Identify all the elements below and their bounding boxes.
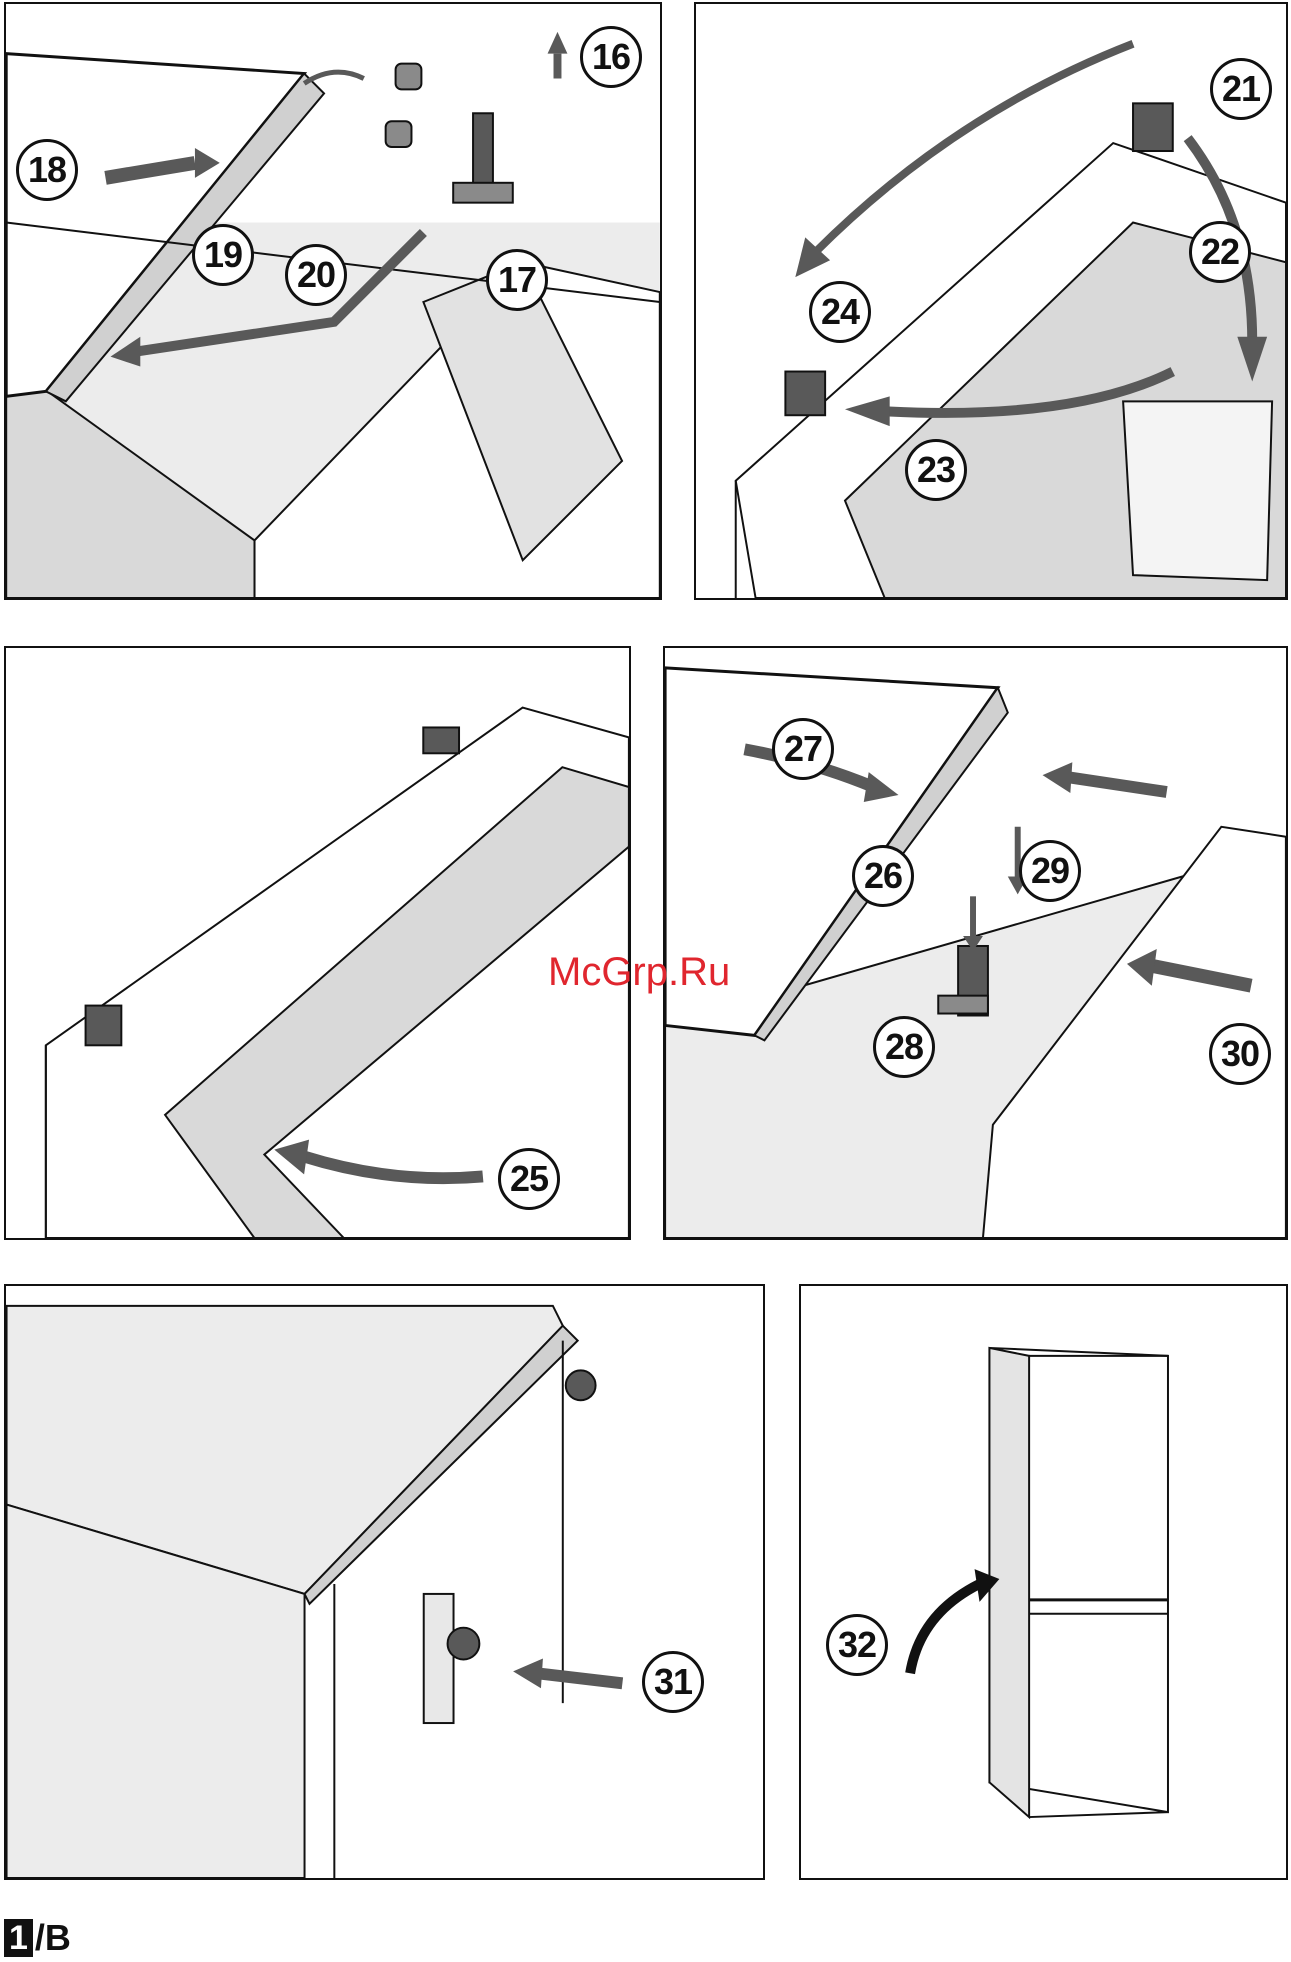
page-number: 1 xyxy=(4,1919,33,1957)
step-30: 30 xyxy=(1209,1023,1271,1085)
step-16: 16 xyxy=(580,26,642,88)
step-24: 24 xyxy=(809,281,871,343)
illustration-bottom-hinge xyxy=(6,1286,763,1878)
step-19: 19 xyxy=(192,224,254,286)
panel-step-32: 32 xyxy=(799,1284,1288,1880)
step-20: 20 xyxy=(285,244,347,306)
page-label: 1 /B xyxy=(4,1918,71,1958)
illustration-fridge-upright xyxy=(801,1286,1286,1878)
step-21: 21 xyxy=(1210,58,1272,120)
illustration-door-mounting xyxy=(665,648,1286,1238)
panel-steps-21-24: 21 22 23 24 xyxy=(694,2,1288,600)
step-32: 32 xyxy=(826,1614,888,1676)
panel-step-31: 31 xyxy=(4,1284,765,1880)
step-31: 31 xyxy=(642,1651,704,1713)
watermark-text: McGrp.Ru xyxy=(548,950,730,995)
step-26: 26 xyxy=(852,845,914,907)
panel-step-25: 25 xyxy=(4,646,631,1240)
page-suffix: /B xyxy=(35,1917,71,1959)
step-18: 18 xyxy=(16,139,78,201)
step-28: 28 xyxy=(873,1016,935,1078)
step-29: 29 xyxy=(1019,840,1081,902)
panel-steps-26-30: 26 27 28 29 30 xyxy=(663,646,1288,1240)
illustration-door-hinge-removal xyxy=(6,4,660,598)
step-22: 22 xyxy=(1189,221,1251,283)
illustration-hinge-transfer xyxy=(696,4,1286,598)
step-17: 17 xyxy=(486,249,548,311)
step-27: 27 xyxy=(772,718,834,780)
step-23: 23 xyxy=(905,439,967,501)
panel-steps-16-20: 16 17 18 19 20 xyxy=(4,2,662,600)
step-25: 25 xyxy=(498,1148,560,1210)
